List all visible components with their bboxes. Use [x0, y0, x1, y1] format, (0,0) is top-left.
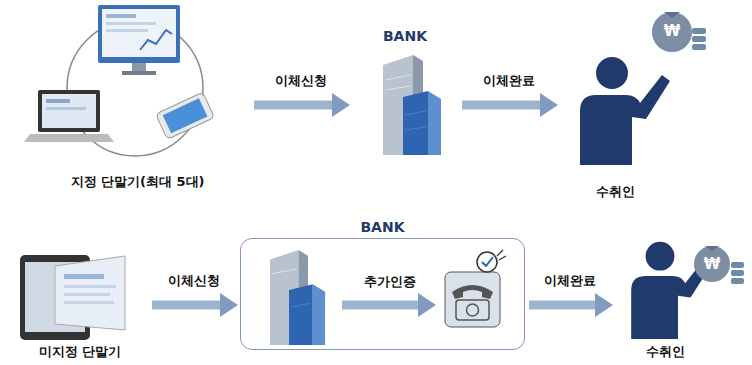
arrow-shaft	[462, 101, 542, 110]
recipient-figure	[580, 57, 670, 165]
flow-arrow	[529, 293, 613, 317]
arrow-head	[332, 93, 350, 117]
node-label: 수취인	[646, 344, 685, 360]
edge-label: 이체신청	[168, 273, 220, 289]
edge-label: 이체완료	[483, 73, 535, 89]
step-label: 추가인증	[335, 274, 445, 290]
bank-title: BANK	[356, 219, 408, 236]
node-label: 수취인	[596, 184, 635, 200]
arrow-shaft	[254, 101, 334, 110]
recipient-node: 수취인	[560, 10, 670, 200]
bank-building	[270, 250, 325, 345]
arrow-head	[595, 293, 613, 317]
auth-arrow	[342, 293, 436, 317]
arrow-shaft	[152, 301, 222, 310]
tablet-device	[20, 255, 125, 340]
bank-title: BANK	[383, 28, 427, 45]
recipient-node: 수취인	[615, 232, 715, 360]
currency-symbol: ₩	[652, 22, 692, 40]
flow-arrow	[152, 293, 238, 317]
money-bag	[652, 12, 706, 52]
device-group: 미지정 단말기	[12, 240, 148, 360]
arrow-head	[220, 293, 238, 317]
arrow-head	[540, 93, 558, 117]
bank-building	[383, 55, 441, 155]
device-cluster	[24, 5, 215, 156]
edge-label: 이체신청	[275, 73, 327, 89]
flow-arrow	[462, 93, 558, 117]
node-label: 지정 단말기(최대 5대)	[71, 174, 205, 190]
device-group: 지정 단말기(최대 5대)	[25, 5, 250, 190]
bank-node: BANK	[352, 28, 458, 160]
arrow-shaft	[529, 301, 597, 310]
bank-box: BANK	[240, 238, 525, 350]
phone-icon	[445, 250, 506, 327]
currency-symbol: ₩	[692, 255, 732, 273]
flow-arrow	[254, 93, 350, 117]
edge-label: 이체완료	[544, 273, 596, 289]
node-label: 미지정 단말기	[39, 344, 122, 360]
